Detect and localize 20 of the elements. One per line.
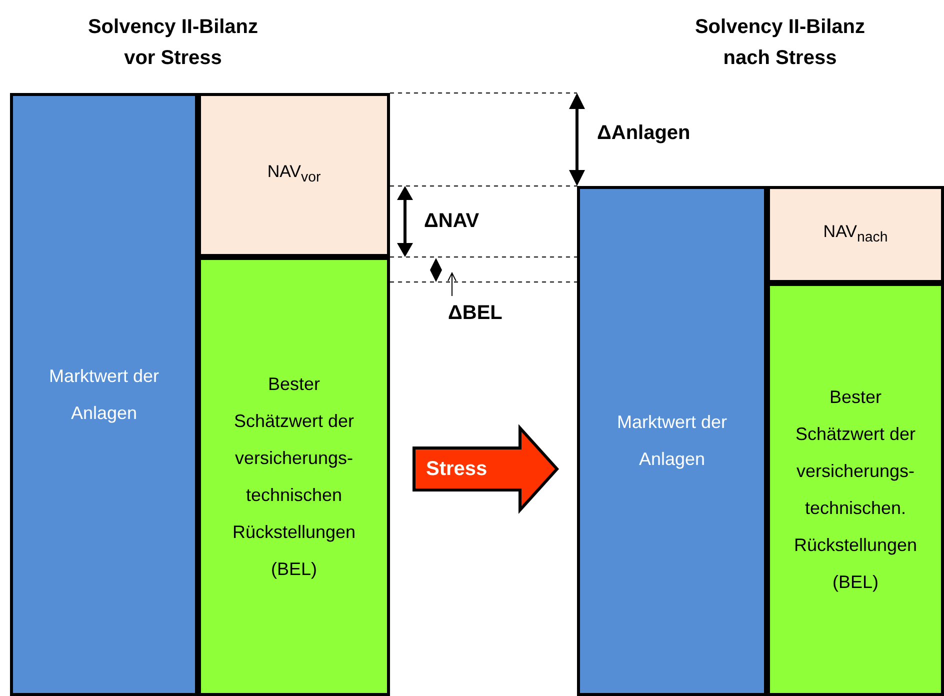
block-label: Bester Schätzwert der versicherungs- technischen Rückstellungen (BEL) bbox=[231, 372, 357, 581]
block-label: NAV$_{nach}$ bbox=[823, 220, 888, 248]
block-label: NAV$_{vor}$ bbox=[267, 161, 321, 188]
edge-label: Stress bbox=[426, 457, 488, 481]
block-arrow bbox=[412, 424, 560, 514]
column-heading: Solvency II-Bilanz vor Stress bbox=[86, 15, 260, 71]
bel-block bbox=[198, 257, 390, 696]
dimension-label: ΔNAV bbox=[424, 209, 480, 234]
dimension-label: ΔAnlagen bbox=[597, 121, 692, 146]
column-heading: Solvency II-Bilanz nach Stress bbox=[694, 15, 866, 71]
block-label: Marktwert der Anlagen bbox=[616, 411, 728, 471]
nav-block bbox=[767, 186, 944, 283]
leader-line bbox=[448, 272, 456, 296]
block-label: Marktwert der Anlagen bbox=[48, 364, 160, 425]
dimension-label: ΔBEL bbox=[448, 302, 502, 324]
bel-block bbox=[767, 283, 944, 696]
nav-block bbox=[198, 93, 390, 257]
block-label: Bester Schätzwert der versicherungs- technischen. Rückstellungen (BEL) bbox=[792, 386, 918, 594]
asset-column bbox=[10, 93, 198, 696]
asset-column bbox=[577, 186, 767, 696]
